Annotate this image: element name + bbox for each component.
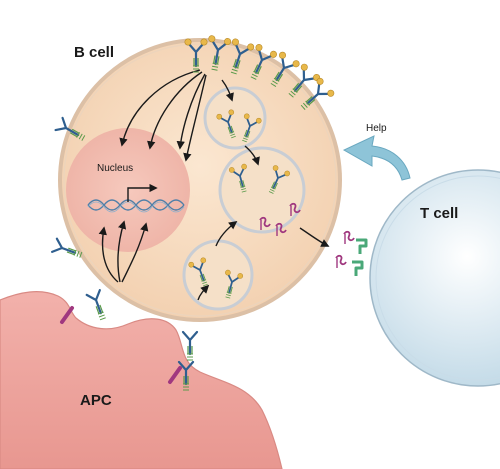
- b-cell-membrane-inner: [63, 43, 337, 317]
- apc-cell: [0, 291, 283, 469]
- help-label: Help: [366, 123, 387, 134]
- t-cell-label: T cell: [420, 205, 459, 222]
- t-cell-inner-membrane: [375, 175, 500, 381]
- dna-helix: [87, 199, 185, 213]
- nucleus-label: Nucleus: [97, 163, 134, 174]
- endosome-top: [203, 86, 267, 150]
- t-cell: [369, 169, 500, 387]
- b-cell-label: B cell: [74, 44, 115, 61]
- help-arrow: [342, 135, 411, 181]
- apc-label: APC: [80, 392, 112, 409]
- endosome-middle: [218, 146, 306, 234]
- t-cell-receptors: [350, 238, 368, 278]
- transcription-arrow: [127, 183, 158, 202]
- signal-arrows: [98, 69, 330, 301]
- apc-receptors: [60, 306, 182, 384]
